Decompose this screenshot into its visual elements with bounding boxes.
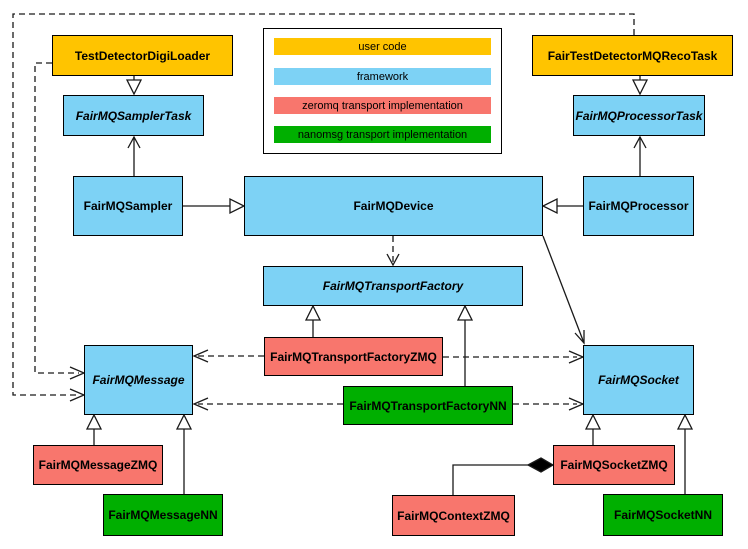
node-fairmq-transport-factory-nn: FairMQTransportFactoryNN [343, 386, 513, 425]
legend-label: zeromq transport implementation [302, 99, 463, 112]
edge-tfzmq-socket [443, 350, 585, 364]
edge-messagezmq-message [85, 413, 103, 445]
node-fairmq-sampler-task: FairMQSamplerTask [63, 95, 204, 136]
node-fairmq-device: FairMQDevice [244, 176, 543, 236]
edge-recotask-processortask [631, 76, 649, 96]
node-fairmq-message: FairMQMessage [84, 345, 193, 415]
edge-tfnn-socket [513, 397, 585, 411]
legend-item-zeromq: zeromq transport implementation [274, 97, 491, 114]
node-fairmq-processor: FairMQProcessor [583, 176, 694, 236]
node-fairmq-message-zmq: FairMQMessageZMQ [33, 445, 163, 485]
legend-label: user code [358, 40, 407, 53]
edge-processor-device [541, 197, 583, 215]
edge-tfzmq-transportfactory [304, 304, 322, 337]
edge-sampler-device [183, 197, 246, 215]
node-fairmq-socket-zmq: FairMQSocketZMQ [553, 445, 675, 485]
edge-socketzmq-socket [584, 413, 602, 445]
edge-socketnn-socket [676, 413, 694, 494]
edge-messagenn-message [175, 413, 193, 494]
legend-item-nanomsg: nanomsg transport implementation [274, 126, 491, 143]
node-test-detector-digi-loader: TestDetectorDigiLoader [52, 35, 233, 76]
edge-tfzmq-message [192, 349, 264, 363]
node-fairmq-socket-nn: FairMQSocketNN [603, 494, 723, 536]
edge-digiloader-samplertask [125, 76, 143, 96]
edge-contextzmq-socketzmq [452, 457, 555, 495]
edge-device-socket [542, 235, 585, 345]
edge-tfnn-message [192, 397, 343, 411]
node-fairmq-sampler: FairMQSampler [73, 176, 183, 236]
edge-processor-processortask [633, 135, 647, 176]
edge-sampler-samplertask [127, 135, 141, 176]
node-fairmq-transport-factory-zmq: FairMQTransportFactoryZMQ [264, 337, 443, 376]
edge-tfnn-transportfactory [456, 304, 474, 386]
legend-item-user-code: user code [274, 38, 491, 55]
legend-label: nanomsg transport implementation [297, 128, 468, 141]
node-fairmq-context-zmq: FairMQContextZMQ [392, 495, 515, 536]
node-fairmq-socket: FairMQSocket [583, 345, 694, 415]
legend-label: framework [356, 70, 409, 83]
edge-device-transportfactory [386, 236, 400, 267]
node-fairmq-processor-task: FairMQProcessorTask [573, 95, 705, 136]
node-fairmq-message-nn: FairMQMessageNN [103, 494, 223, 536]
node-fairmq-transport-factory: FairMQTransportFactory [263, 266, 523, 306]
legend-item-framework: framework [274, 68, 491, 85]
node-fair-test-detector-mq-reco-task: FairTestDetectorMQRecoTask [532, 35, 733, 76]
legend: user code framework zeromq transport imp… [263, 28, 502, 154]
